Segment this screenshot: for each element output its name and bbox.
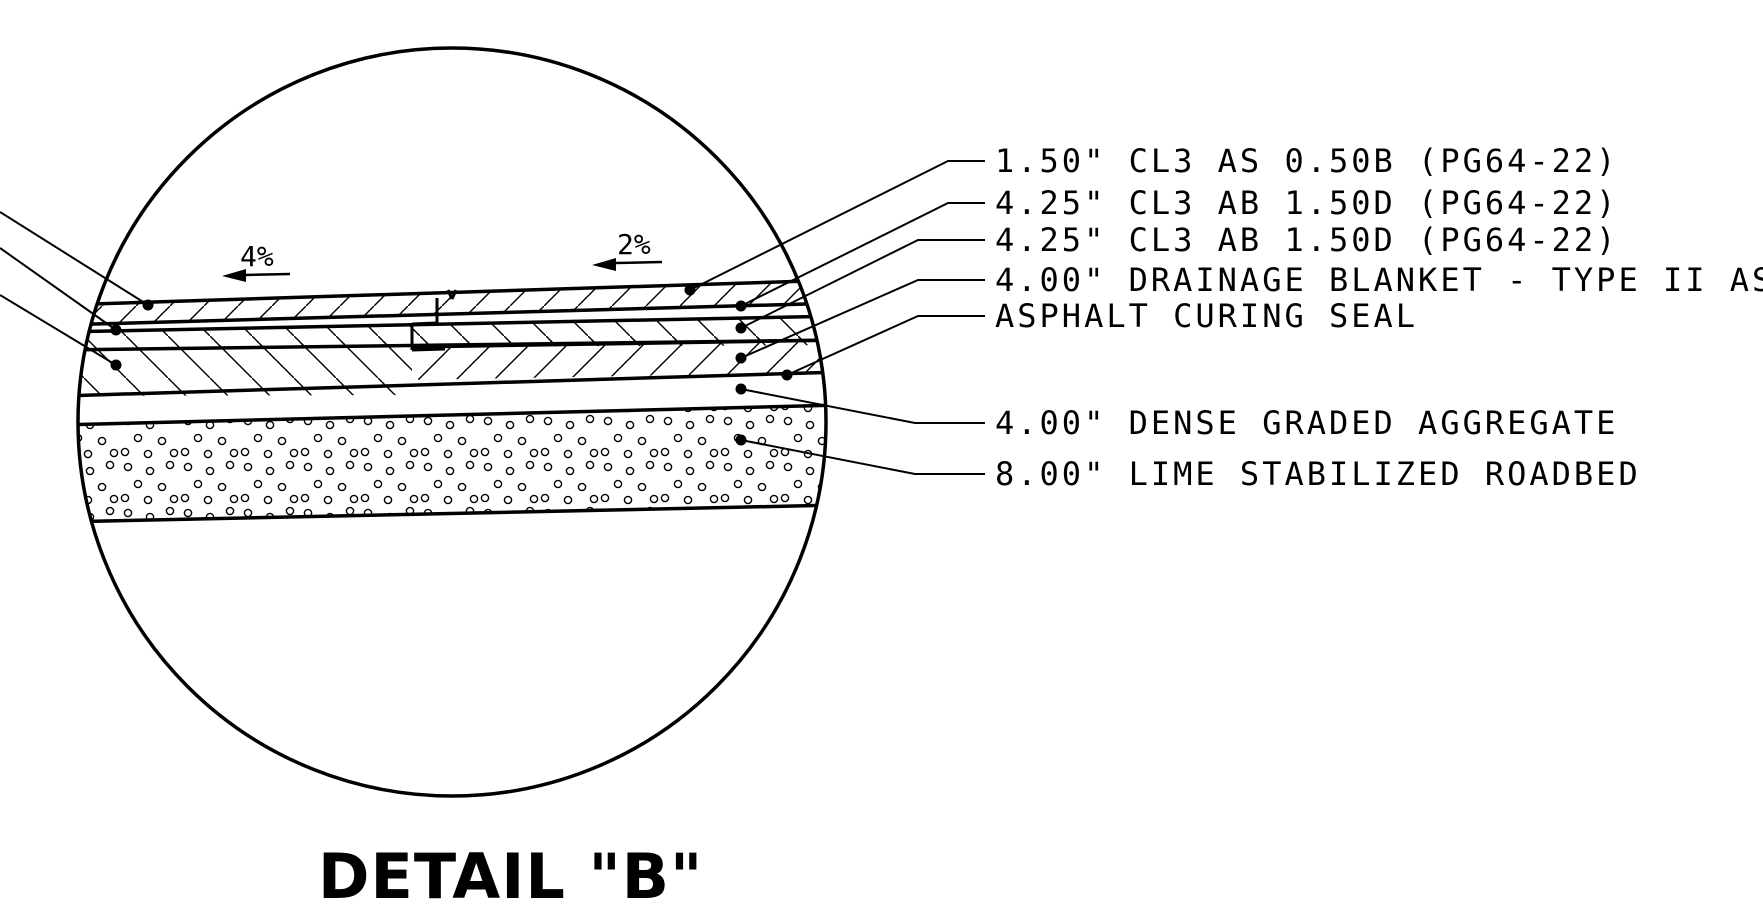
lime-roadbed-pattern [78, 405, 826, 522]
pavement-layers [78, 278, 826, 524]
slope-label-left: 4% [240, 240, 274, 273]
right-leaders [689, 160, 985, 475]
left-leader-dots [110, 299, 154, 371]
detail-title: DETAIL "B" [318, 840, 703, 910]
slope-arrow-left [222, 269, 291, 282]
joint-step [410, 289, 458, 352]
layer-line-4 [411, 338, 826, 349]
callout-lime-roadbed: 8.00" LIME STABILIZED ROADBED [995, 455, 1641, 493]
layer-line-bottom [78, 503, 826, 524]
callout-curing-seal: ASPHALT CURING SEAL [995, 297, 1418, 335]
left-leaders [0, 211, 149, 366]
callout-base-course-1: 4.25" CL3 AB 1.50D (PG64-22) [995, 184, 1618, 222]
right-leader-dots [684, 284, 793, 446]
callout-base-course-2: 4.25" CL3 AB 1.50D (PG64-22) [995, 221, 1618, 259]
callout-dense-aggregate: 4.00" DENSE GRADED AGGREGATE [995, 404, 1618, 442]
slope-arrow-right [592, 258, 663, 271]
slope-label-right: 2% [617, 228, 651, 261]
layer-line-6 [78, 403, 826, 427]
callout-surface-course: 1.50" CL3 AS 0.50B (PG64-22) [995, 142, 1618, 180]
layer-line-2 [78, 314, 826, 334]
layer-line-1 [78, 301, 826, 327]
layer-line-5 [78, 370, 826, 398]
callout-drainage-blanket: 4.00" DRAINAGE BLANKET - TYPE II ASPH [995, 261, 1763, 299]
